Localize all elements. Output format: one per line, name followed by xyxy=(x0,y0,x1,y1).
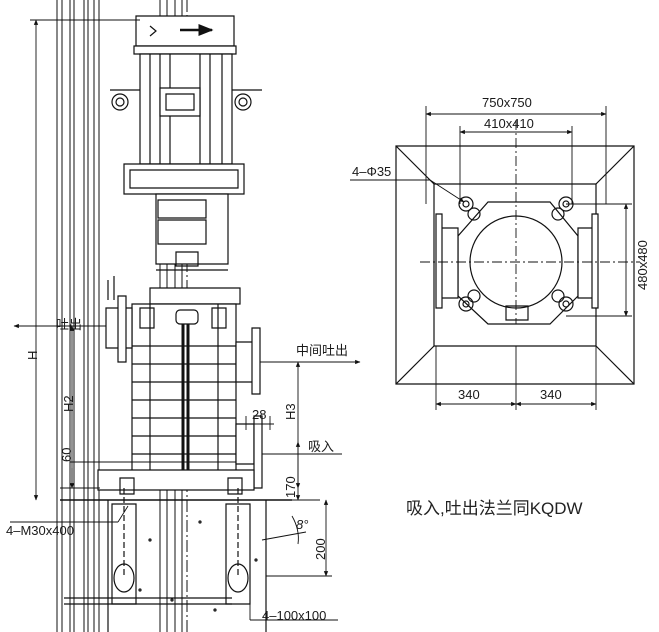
suction-flange xyxy=(236,416,262,488)
dim-side-extent: 480x480 xyxy=(635,240,650,290)
dim-bolt-holes: 4–Φ35 xyxy=(352,164,392,179)
label-inlet: 吸入 xyxy=(308,439,335,454)
flange-note: 吸入,吐出法兰同KQDW xyxy=(406,499,583,518)
plan-view xyxy=(350,106,640,410)
motor xyxy=(110,16,262,194)
dim-overall-height: H xyxy=(25,350,40,360)
label-anchor-bolts: 4–M30x400 xyxy=(6,523,74,538)
dim-suction-height: 170 xyxy=(283,476,298,498)
plan-dimension-lines xyxy=(350,106,640,410)
bolt-holes xyxy=(459,197,573,311)
dim-foundation-depth: 200 xyxy=(313,538,328,560)
label-anchor-pockets: 4–100x100 xyxy=(262,608,327,623)
mid-outlet-flange xyxy=(236,328,260,394)
coupling-housing xyxy=(108,194,240,304)
dim-left-half: 340 xyxy=(458,387,480,402)
outlet-flange xyxy=(106,296,132,362)
dim-bolt-spacing: 410x410 xyxy=(484,116,534,131)
side-view xyxy=(10,0,361,632)
pump-body xyxy=(132,304,236,472)
dim-pipe-offset: 28 xyxy=(252,407,267,422)
rotation-mark xyxy=(150,26,156,36)
foundation xyxy=(64,488,266,632)
dim-right-half: 340 xyxy=(540,387,562,402)
dim-base-outer: 750x750 xyxy=(482,95,532,110)
dim-outlet-height: H2 xyxy=(61,395,76,412)
dim-mid-outlet-height: H3 xyxy=(283,403,298,420)
dimension-lines xyxy=(10,19,361,620)
label-mid-outlet: 中间吐出 xyxy=(296,343,349,358)
dim-base-offset: 60 xyxy=(59,447,74,462)
plan-base-outer xyxy=(396,146,634,384)
dim-anchor-angle: 8° xyxy=(296,517,309,532)
label-outlet: 吐出 xyxy=(56,317,83,332)
pump-base xyxy=(60,470,292,500)
